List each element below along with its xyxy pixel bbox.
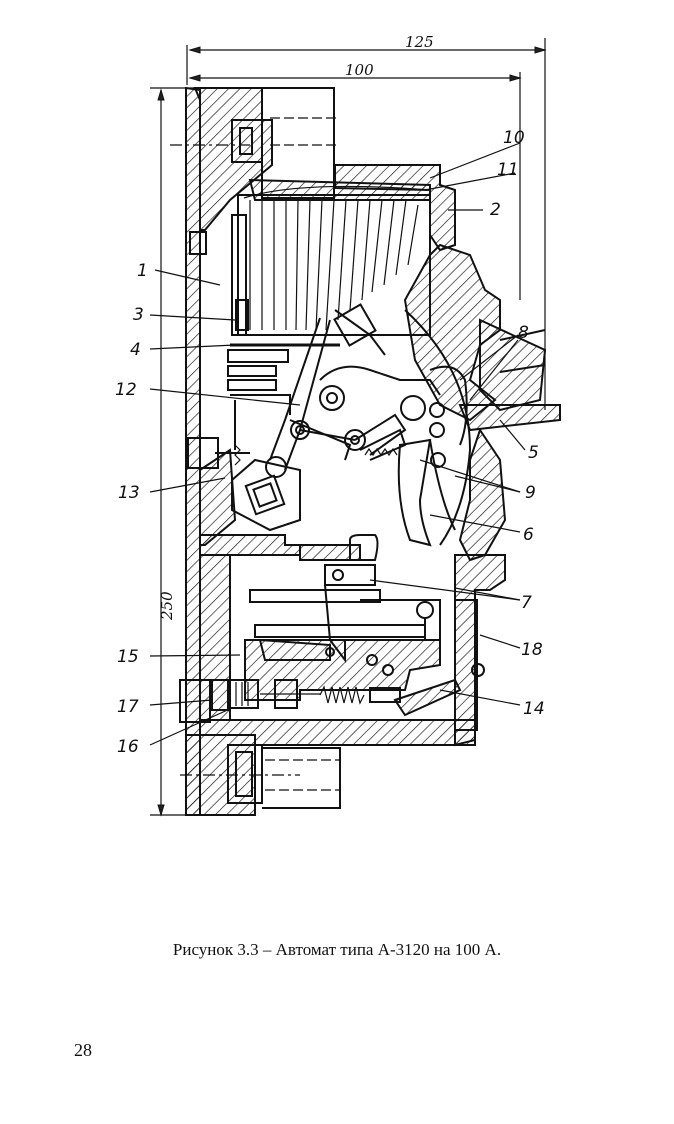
callout-7: 7	[521, 593, 532, 613]
callout-10: 10	[503, 128, 525, 148]
figure-caption: Рисунок 3.3 – Автомат типа А-3120 на 100…	[172, 940, 502, 959]
leader-lines	[149, 142, 526, 746]
dimension-label-250: 250	[158, 591, 176, 621]
page-number: 28	[74, 1040, 92, 1060]
arc-chute-plates	[231, 185, 431, 336]
callout-numbers: 10 11 2 1 3 4 8 12 5 13 9 6 7 15 18 17 1…	[115, 128, 545, 757]
callout-12: 12	[115, 380, 137, 400]
callout-14: 14	[523, 699, 545, 719]
thermal-release	[215, 444, 301, 532]
callout-6: 6	[523, 525, 534, 545]
callout-3: 3	[133, 305, 144, 325]
callout-2: 2	[490, 200, 501, 220]
dimension-label-125: 125	[405, 33, 434, 51]
dimension-250: 250	[150, 87, 200, 817]
callout-18: 18	[521, 640, 543, 660]
dimension-125: 125	[186, 33, 547, 410]
callout-16: 16	[117, 737, 139, 757]
callout-9: 9	[525, 483, 536, 503]
electromagnetic-release	[211, 534, 485, 731]
callout-13: 13	[118, 483, 140, 503]
callout-1: 1	[137, 261, 148, 281]
trip-mechanism	[289, 309, 472, 547]
bottom-terminal	[180, 734, 341, 816]
callout-4: 4	[130, 340, 141, 360]
dimension-100: 100	[188, 61, 522, 300]
callout-8: 8	[518, 323, 529, 343]
callout-15: 15	[117, 647, 139, 667]
callout-17: 17	[117, 697, 139, 717]
dimension-label-100: 100	[345, 61, 374, 79]
callout-11: 11	[497, 160, 519, 180]
callout-5: 5	[528, 443, 539, 463]
